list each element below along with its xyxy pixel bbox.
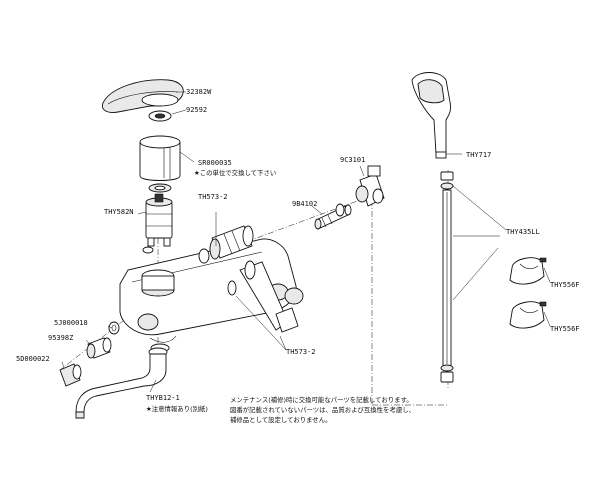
spout-part — [75, 347, 168, 419]
pipe-part — [314, 203, 352, 230]
label-spindle: THY582N — [104, 208, 134, 216]
label-pipe: 9B4102 — [292, 200, 317, 208]
holder-lower-part — [509, 301, 547, 329]
label-shower-head: THY717 — [466, 151, 491, 159]
part-labels: 32382W 92592 SR000035 ★この単位で交換して下さい THY5… — [16, 88, 580, 413]
packing-part — [108, 321, 120, 335]
label-holder-upper: THY556F — [550, 281, 580, 289]
cap-part — [148, 110, 172, 122]
cartridge-oring — [142, 246, 154, 254]
holder-upper-part — [509, 257, 547, 285]
label-spout-note: ★注意情報あり(別紙) — [146, 404, 208, 413]
note-line-3: 補修品として設定しておりません。 — [230, 415, 331, 424]
label-cartridge-code: SR000035 — [198, 159, 232, 167]
handle-part — [101, 79, 184, 113]
label-handle: 32382W — [186, 88, 212, 96]
joint-part — [355, 165, 385, 207]
label-spout: THYB12-1 — [146, 394, 180, 402]
label-union-nut: 95398Z — [48, 334, 73, 342]
hose-part — [440, 171, 454, 383]
label-cap: 92592 — [186, 106, 207, 114]
check-valve-right-part — [227, 260, 304, 333]
label-cartridge-note: ★この単位で交換して下さい — [194, 168, 276, 177]
cartridge-part — [145, 193, 173, 247]
note-line-2: 図番が記載されていないパーツは、品質および互換性を考慮し、 — [230, 405, 415, 414]
shower-head-part — [411, 72, 451, 159]
note-line-1: メンテナンス(補修)時に交換可能なパーツを記載しております。 — [230, 395, 413, 404]
cartridge-washer — [148, 183, 172, 193]
label-leader-lines — [61, 91, 551, 393]
cover-sleeve-part — [139, 135, 181, 181]
label-check-valve-right: TH573-2 — [286, 348, 316, 356]
maintenance-notes: メンテナンス(補修)時に交換可能なパーツを記載しております。 図番が記載されてい… — [230, 395, 415, 424]
label-eccentric: 5D000022 — [16, 355, 50, 363]
label-check-valve-left: TH573-2 — [198, 193, 228, 201]
label-joint: 9C3101 — [340, 156, 365, 164]
label-packing: 5J000018 — [54, 319, 88, 327]
label-hose: THY435LL — [506, 228, 540, 236]
union-nut-part — [86, 337, 112, 359]
eccentric-part — [59, 363, 82, 387]
check-valve-left-part — [198, 225, 254, 264]
label-holder-lower: THY556F — [550, 325, 580, 333]
